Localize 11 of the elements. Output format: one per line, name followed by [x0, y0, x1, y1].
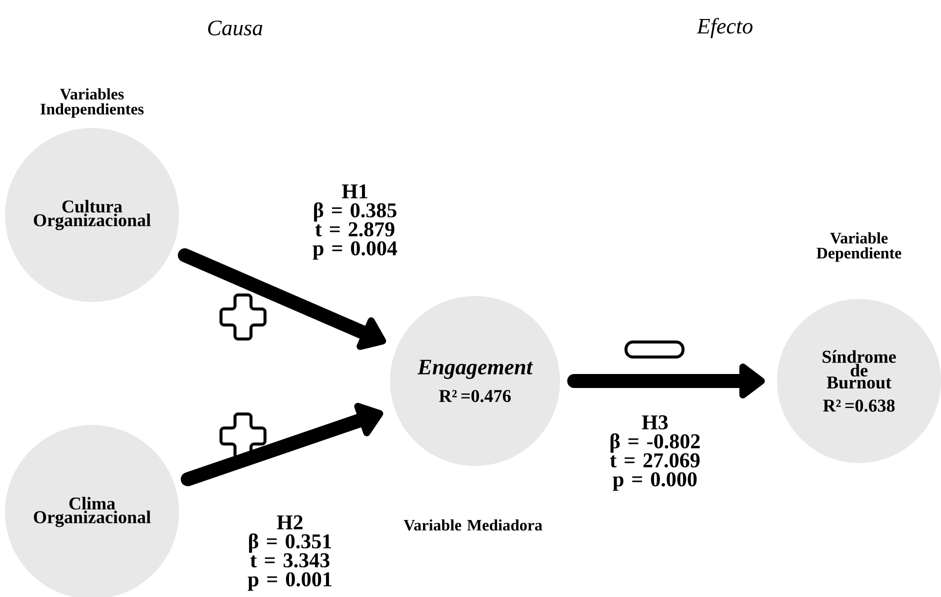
variable-type-label: Variable Dependiente	[816, 232, 902, 262]
edge-label: H1 β = 0.385 t = 2.879 p = 0.004	[312, 184, 398, 260]
heading: Causa	[208, 20, 262, 36]
edge-label: H3 β = -0.802 t = 27.069 p = 0.000	[610, 415, 700, 491]
edge-label: H2 β = 0.351 t = 3.343 p = 0.001	[248, 515, 332, 591]
heading: Efecto	[696, 18, 752, 38]
variable-type-label: Variables Independientes	[40, 88, 144, 118]
arrow	[567, 364, 765, 398]
arrow	[178, 248, 386, 350]
variable-type-label: Variable Mediadora	[404, 519, 542, 531]
arrow	[180, 402, 384, 486]
